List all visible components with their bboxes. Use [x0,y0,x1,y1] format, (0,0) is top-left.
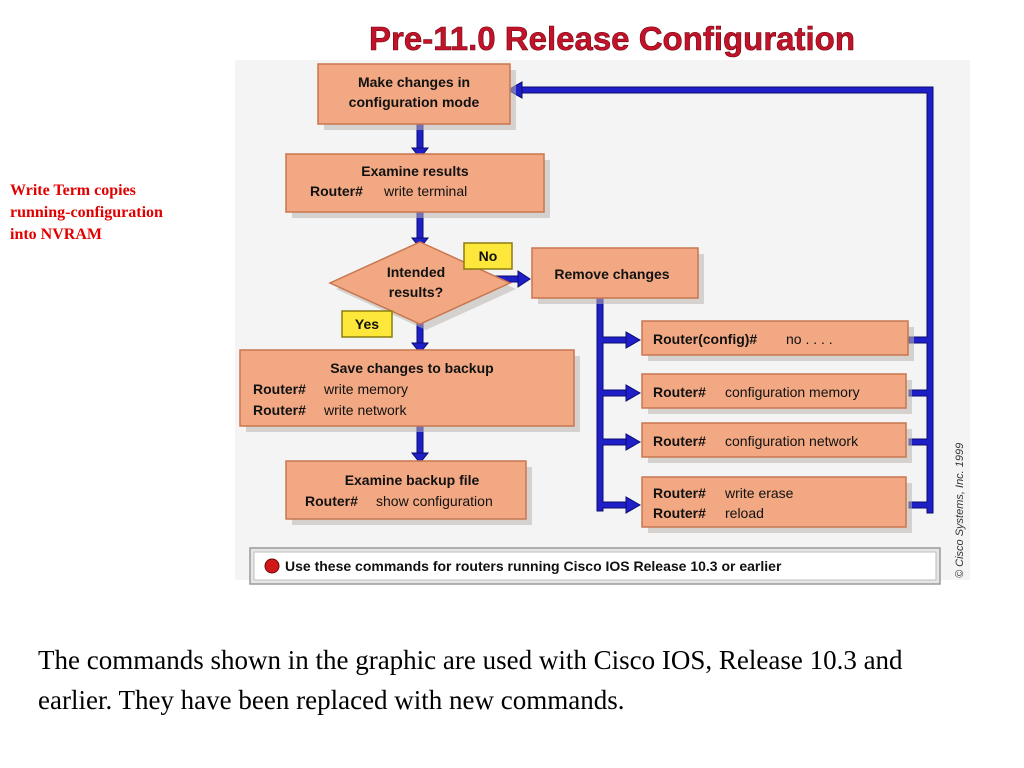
node-cmd-conf-network: Router# configuration network [641,422,912,463]
node-cmd-conf-memory-command: configuration memory [725,384,860,400]
arrow-right-icon [625,496,642,514]
node-examine-backup: Examine backup file Router# show configu… [285,460,532,525]
arrow-down-icon [410,452,430,464]
side-note-line-3: into NVRAM [10,226,102,243]
node-cmd-erase-prompt-2: Router# [653,505,706,521]
flow-diagram: Pre-11.0 Release Configuration Make chan… [235,20,970,585]
node-examine-backup-title: Examine backup file [345,472,480,488]
red-bullet-icon [264,558,280,574]
label-yes-text: Yes [355,316,379,332]
footer-note-text: Use these commands for routers running C… [285,558,782,574]
arrow-right-icon [625,384,642,402]
node-save-backup-title: Save changes to backup [330,360,493,376]
node-cmd-no: Router(config)# no . . . . [641,320,914,361]
node-remove-changes-text: Remove changes [554,266,669,282]
node-cmd-erase-command-1: write erase [724,485,794,501]
arrow-right-icon [517,270,531,288]
node-cmd-erase: Router# write erase Router# reload [641,476,912,533]
node-examine-backup-command: show configuration [376,493,493,509]
node-cmd-conf-memory-prompt: Router# [653,384,706,400]
side-note-line-1: Write Term copies [10,182,136,199]
arrow-down-icon [410,342,430,354]
node-cmd-no-command: no . . . . [786,331,833,347]
arrow-down-icon [410,147,430,159]
node-cmd-erase-command-2: reload [725,505,764,521]
node-save-backup-command-2: write network [323,402,407,418]
label-no-text: No [479,248,498,264]
node-examine-backup-prompt: Router# [305,493,358,509]
arrow-right-icon [625,331,642,349]
node-decision-line2: results? [389,284,443,300]
node-make-changes: Make changes in configuration mode [317,63,516,130]
node-examine-results-prompt: Router# [310,183,363,199]
node-make-changes-line1: Make changes in [358,74,470,90]
node-decision-line1: Intended [387,264,445,280]
node-examine-results-title: Examine results [361,163,469,179]
slide-caption: The commands shown in the graphic are us… [38,645,903,715]
arrow-right-icon [625,433,642,451]
side-note: Write Term copies running-configuration … [10,180,240,246]
node-save-backup: Save changes to backup Router# write mem… [239,349,580,432]
node-save-backup-prompt-1: Router# [253,381,306,397]
node-cmd-erase-prompt-1: Router# [653,485,706,501]
side-note-line-2: running-configuration [10,204,163,221]
node-save-backup-prompt-2: Router# [253,402,306,418]
node-cmd-conf-memory: Router# configuration memory [641,373,912,414]
node-cmd-conf-network-command: configuration network [725,433,859,449]
node-remove-changes: Remove changes [531,247,704,304]
diagram-title: Pre-11.0 Release Configuration [369,20,855,57]
node-make-changes-line2: configuration mode [349,94,480,110]
label-yes: Yes [341,310,393,338]
node-cmd-no-prompt: Router(config)# [653,331,757,347]
node-examine-results: Examine results Router# write terminal [285,153,550,218]
node-save-backup-command-1: write memory [323,381,408,397]
node-cmd-conf-network-prompt: Router# [653,433,706,449]
flow-connectors [410,81,934,514]
footer-note: Use these commands for routers running C… [249,547,941,585]
label-no: No [463,242,513,270]
node-examine-results-command: write terminal [383,183,467,199]
copyright: © Cisco Systems, Inc. 1999 [954,443,966,578]
